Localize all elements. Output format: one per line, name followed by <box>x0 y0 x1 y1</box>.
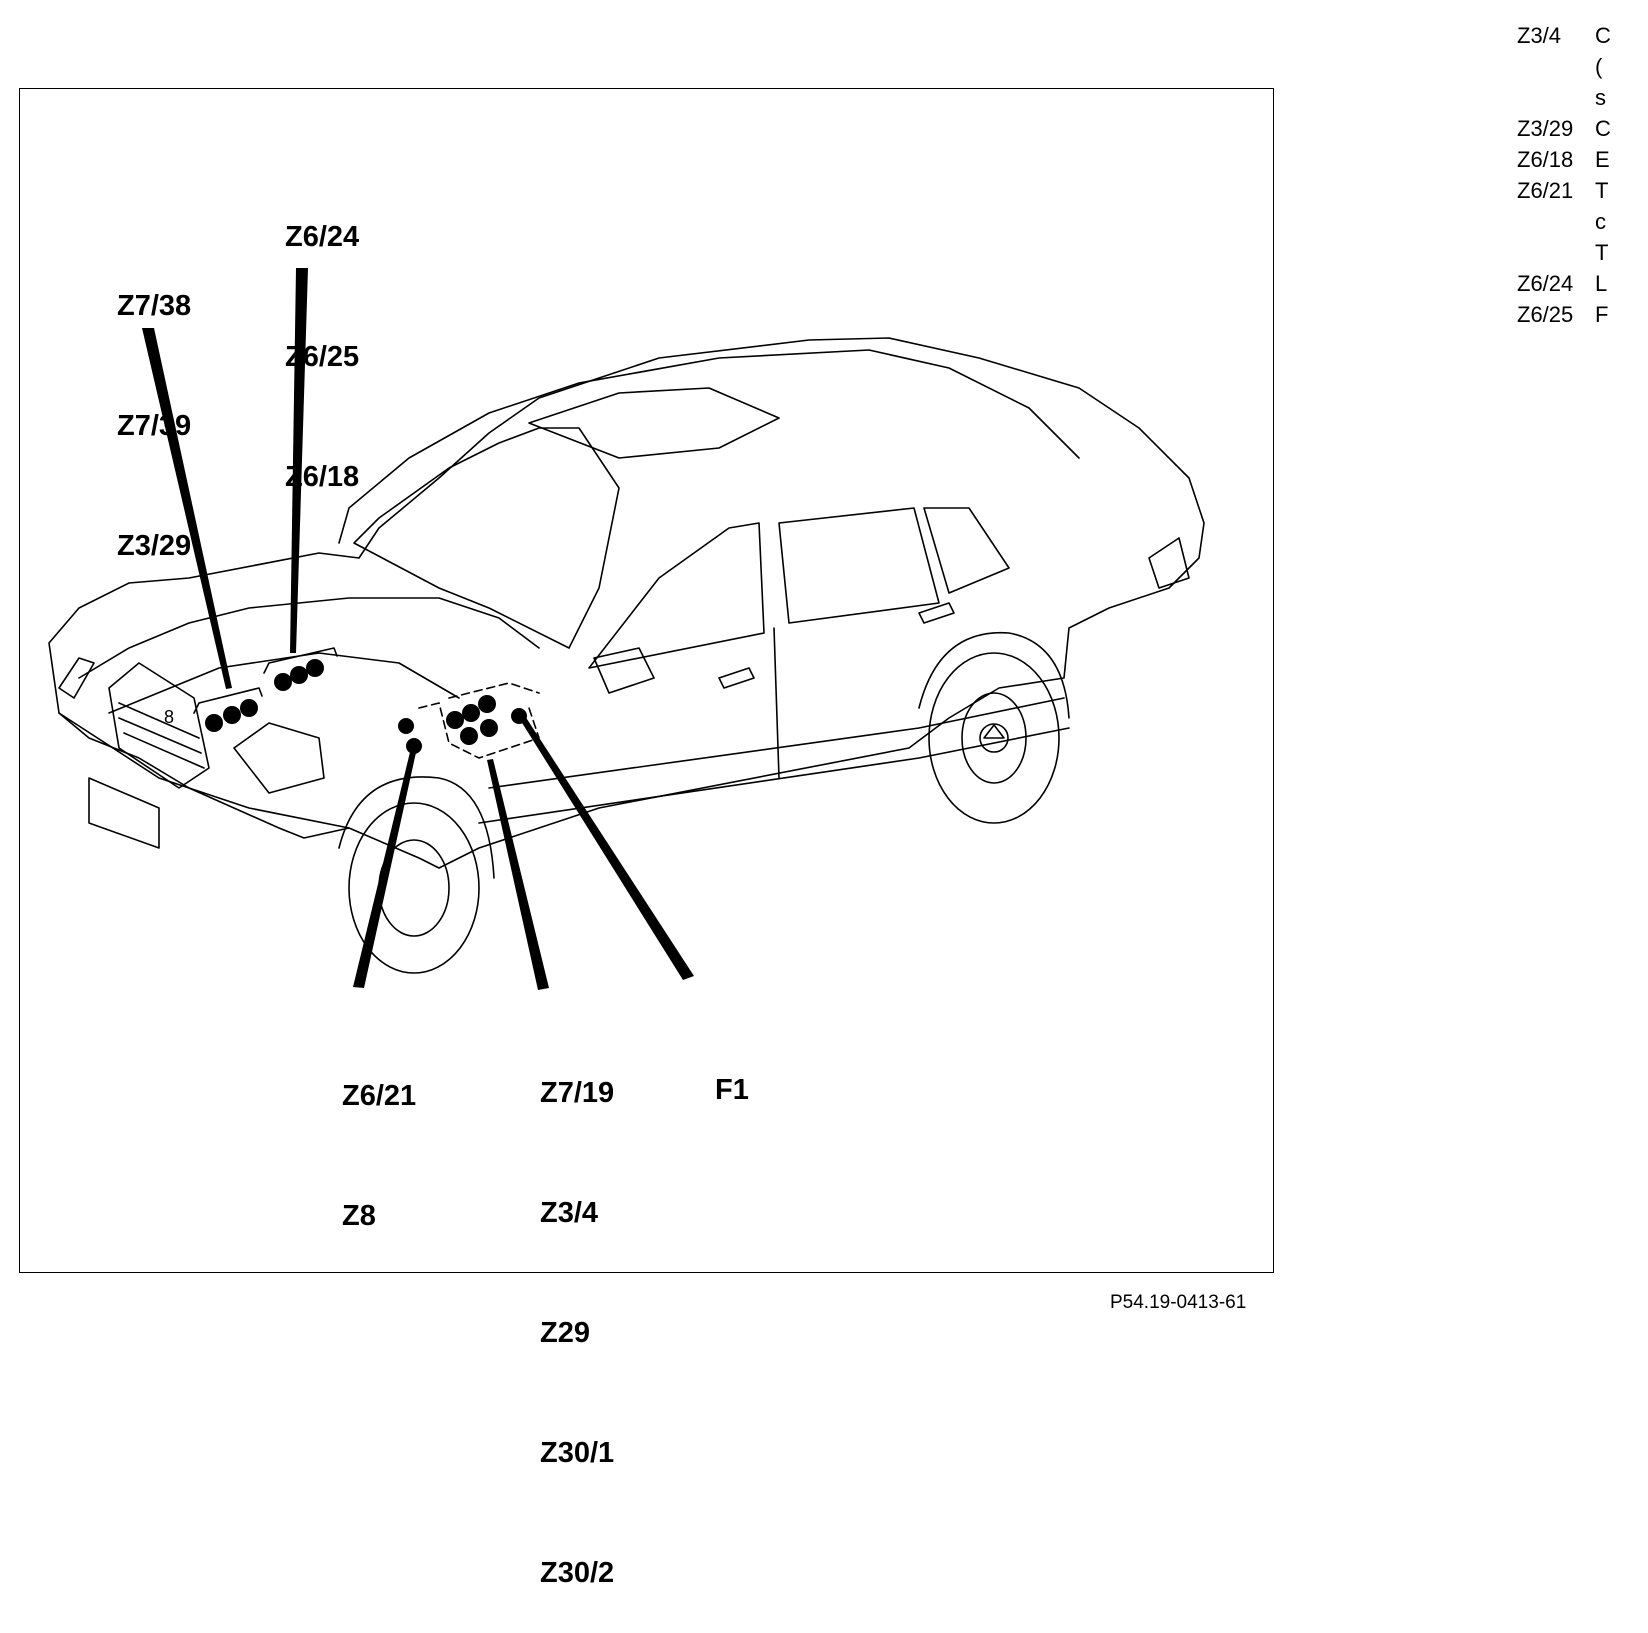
callout-label: Z29 <box>540 1317 590 1349</box>
callout-label: Z8 <box>342 1200 376 1232</box>
rear-wheel <box>928 652 1060 824</box>
legend-row: Z6/18 E <box>1517 144 1648 175</box>
leader-bottom-right <box>519 716 694 980</box>
callout-label: Z3/29 <box>117 530 192 562</box>
legend-code: Z6/21 <box>1517 178 1574 203</box>
legend-row: Z6/25 F <box>1517 299 1648 330</box>
component-dot <box>406 738 422 754</box>
car-plate <box>88 777 160 849</box>
callout-label: Z6/25 <box>285 341 360 373</box>
legend-row: T <box>1517 237 1648 268</box>
component-dot <box>223 706 241 724</box>
car-hood <box>78 597 540 679</box>
legend-row: Z6/24 L <box>1517 268 1648 299</box>
callout-group-top-left: Z7/38 Z7/39 Z3/29 <box>117 206 191 606</box>
component-dot <box>274 673 292 691</box>
callout-label: F1 <box>715 1074 749 1106</box>
car-windshield <box>353 427 620 649</box>
car-roof-line <box>338 349 1080 544</box>
legend-row: Z3/29 C <box>1517 113 1648 144</box>
callout-group-bottom-center: Z7/19 Z3/4 Z29 Z30/1 Z30/2 <box>540 993 614 1633</box>
component-dot <box>446 711 464 729</box>
car-body-outline <box>48 337 1205 869</box>
legend-code: Z6/18 <box>1517 147 1574 172</box>
component-dot <box>478 695 496 713</box>
car-illustration: 8 <box>48 268 1205 990</box>
legend-code <box>1517 82 1595 113</box>
callout-label: Z3/4 <box>540 1197 599 1229</box>
component-dot <box>290 666 308 684</box>
legend-code: Z6/25 <box>1517 302 1574 327</box>
component-dot <box>240 699 258 717</box>
legend-code: Z3/29 <box>1517 116 1574 141</box>
callout-group-top-center: Z6/24 Z6/25 Z6/18 <box>285 137 359 537</box>
component-dot <box>398 718 414 734</box>
legend-description: s <box>1595 85 1606 110</box>
figure-code: P54.19-0413-61 <box>1110 1292 1247 1313</box>
hood-badge: 8 <box>164 707 174 727</box>
legend-description: E <box>1595 147 1610 172</box>
legend-row: Z3/4 C <box>1517 20 1648 51</box>
legend-row: c <box>1517 206 1648 237</box>
car-window-front <box>588 522 765 669</box>
car-sunroof <box>528 387 780 459</box>
legend-code <box>1517 237 1595 268</box>
legend-code <box>1517 51 1595 82</box>
callout-label: Z6/24 <box>285 221 360 253</box>
callout-label: Z7/19 <box>540 1077 615 1109</box>
car-grille <box>108 662 210 789</box>
legend-description: T <box>1595 178 1609 203</box>
legend-code <box>1517 206 1595 237</box>
component-dot <box>480 719 498 737</box>
leader-bottom-left <box>353 748 417 988</box>
leader-lines <box>142 268 694 990</box>
legend-description: F <box>1595 302 1609 327</box>
callout-label: Z30/1 <box>540 1437 615 1469</box>
component-dots <box>205 659 527 754</box>
legend-code: Z6/24 <box>1517 271 1574 296</box>
leader-top-left <box>142 328 232 689</box>
front-wheel <box>348 802 480 974</box>
component-dot <box>460 727 478 745</box>
car-window-c <box>923 507 1010 594</box>
component-dot <box>306 659 324 677</box>
car-window-rear <box>778 507 940 624</box>
car-mirror <box>593 647 655 694</box>
diagram-frame <box>19 88 1274 1273</box>
legend-description: C <box>1595 116 1611 141</box>
callout-label: Z7/38 <box>117 290 192 322</box>
component-dot <box>205 714 223 732</box>
car-headlight <box>233 722 325 794</box>
legend-description: C <box>1595 23 1611 48</box>
component-dot <box>462 704 480 722</box>
legend-description: c <box>1595 209 1606 234</box>
legend-row: Z6/21 T <box>1517 175 1648 206</box>
callout-group-bottom-left: Z6/21 Z8 <box>342 996 416 1276</box>
legend-description: ( <box>1595 54 1603 79</box>
callout-label: Z30/2 <box>540 1557 615 1589</box>
legend-code: Z3/4 <box>1517 23 1562 48</box>
leader-bottom-center <box>487 759 549 990</box>
callout-group-bottom-right: F1 <box>715 990 749 1150</box>
legend-row: ( <box>1517 51 1648 82</box>
callout-label: Z6/18 <box>285 461 360 493</box>
legend-row: s <box>1517 82 1648 113</box>
leader-top-center <box>290 268 308 653</box>
legend-description: T <box>1595 240 1609 265</box>
callout-label: Z6/21 <box>342 1080 417 1112</box>
callout-label: Z7/39 <box>117 410 192 442</box>
legend-description: L <box>1595 271 1608 296</box>
